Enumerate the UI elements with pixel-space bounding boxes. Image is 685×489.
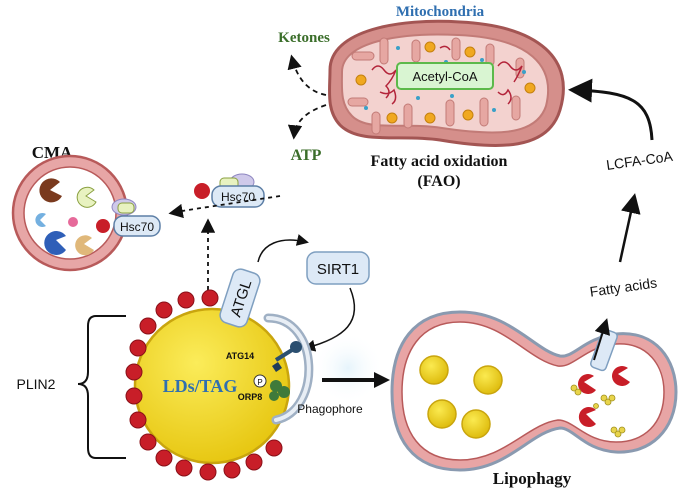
lcfa-coa-to-mitochondria-arrow (568, 78, 654, 141)
plin2-proteins (125, 289, 283, 481)
fatty-acids-to-lcfa-arrow (618, 193, 641, 263)
transporter-efflux-arrow (593, 318, 611, 361)
phospho-label: P (257, 378, 262, 387)
orp8-label: ORP8 (238, 392, 263, 402)
cochaperone-green (117, 202, 135, 214)
phosphorylation-mark (253, 374, 267, 388)
matrix-granules (355, 41, 536, 124)
cargo-protein-blue (44, 231, 66, 255)
cargo-protein-lightgreen (76, 186, 97, 208)
lcfa-coa-label: LCFA-CoA (605, 148, 674, 173)
sirt1-box (306, 251, 370, 285)
lipase-enzyme (578, 374, 596, 395)
ketones-label: Ketones (278, 30, 330, 46)
cargo-protein-tan (75, 235, 94, 256)
lipase-enzyme (578, 407, 596, 428)
plin2-bracket (77, 315, 126, 459)
orp8-protein (269, 380, 290, 401)
atp-arrow (287, 104, 327, 140)
fao-label-line1: Fatty acid oxidation (371, 153, 508, 170)
fatty-acid-transporter (590, 328, 618, 372)
autolysosome (390, 310, 678, 472)
lipid-fragments (570, 384, 626, 438)
lipid-droplet: LDs/TAG (125, 289, 291, 481)
phagophore-label: Phagophore (297, 402, 363, 416)
ketones-arrow (287, 54, 327, 96)
lipophagy-title: Lipophagy (493, 469, 572, 488)
cma-substrate-dot (96, 219, 110, 233)
hsc70-lysosome-label: Hsc70 (120, 220, 154, 234)
atgl-to-sirt1-arrow (257, 234, 309, 263)
lds-tag-label: LDs/TAG (163, 376, 238, 396)
sirt1-label: SIRT1 (317, 261, 359, 278)
atgl-enzyme: ATGL (219, 268, 261, 328)
signal-glow (312, 332, 384, 404)
cargo-protein-pink (68, 217, 78, 227)
lipase-enzyme (612, 366, 630, 386)
cytosolic-hsc70-complex: Hsc70 (194, 173, 265, 208)
acetyl-coa-box (396, 62, 494, 90)
acetyl-coa-label: Acetyl-CoA (412, 69, 477, 84)
cma-lysosome: Hsc70 (11, 154, 161, 272)
plin2-label: PLIN2 (17, 376, 56, 392)
atg14-label: ATG14 (226, 351, 254, 361)
atg14-protein (272, 341, 302, 372)
fatty-acids-label: Fatty acids (589, 274, 658, 299)
sirt1-to-phagophore-arrow (303, 287, 356, 352)
cargo-protein-lightblue (35, 213, 46, 227)
mitochondrial-cristae (347, 37, 525, 135)
hsc70-lysosome-box (113, 215, 161, 237)
mitochondria-title: Mitochondria (396, 4, 485, 20)
cargo-protein-brown (39, 178, 62, 203)
fao-label-line2: (FAO) (417, 173, 460, 190)
atp-label: ATP (291, 147, 322, 164)
mitochondrion: Acetyl-CoA (327, 19, 565, 148)
